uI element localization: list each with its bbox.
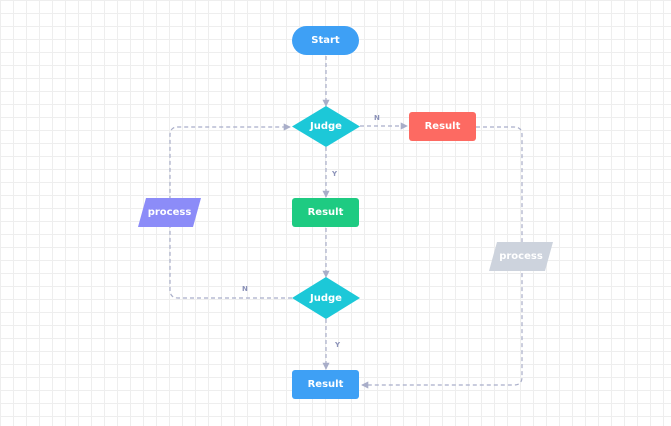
- judge-bottom-text: Judge: [310, 293, 342, 304]
- edge-label-judge-bottom-no: N: [242, 285, 248, 293]
- judge-bottom-label: Judge: [292, 284, 360, 313]
- result-red-node[interactable]: Result: [409, 112, 476, 141]
- process-left-shape[interactable]: [138, 198, 201, 227]
- start-node[interactable]: Start: [292, 26, 359, 55]
- edge-label-judge-top-yes: Y: [332, 170, 338, 178]
- judge-top-text: Judge: [310, 121, 342, 132]
- result-bottom-node[interactable]: Result: [292, 370, 359, 399]
- judge-top-shape[interactable]: [292, 106, 360, 147]
- process-right-text: process: [499, 251, 543, 262]
- process-right-label: process: [489, 242, 553, 271]
- result-bottom-label: Result: [307, 379, 344, 390]
- result-green-label: Result: [307, 207, 344, 218]
- process-left-text: process: [147, 207, 192, 218]
- result-green-node[interactable]: Result: [292, 198, 359, 227]
- result-red-label: Result: [424, 121, 461, 132]
- edge-label-judge-bottom-yes: Y: [335, 341, 341, 349]
- process-right-shape[interactable]: [489, 242, 553, 271]
- edge-label-judge-top-no: N: [374, 114, 380, 122]
- judge-top-label: Judge: [292, 112, 360, 141]
- judge-bottom-shape[interactable]: [292, 277, 360, 319]
- process-left-label: process: [138, 198, 201, 227]
- start-node-label: Start: [311, 35, 340, 46]
